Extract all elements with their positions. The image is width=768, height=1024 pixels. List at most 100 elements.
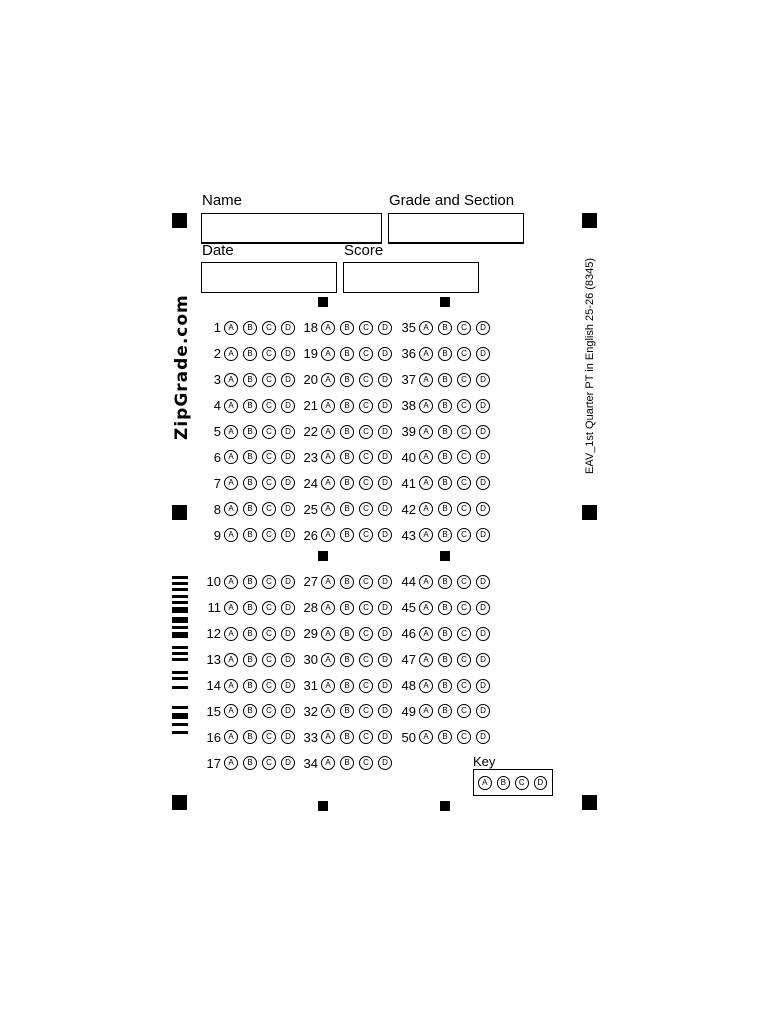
answer-bubble-d[interactable]: D [476,730,490,745]
answer-bubble-d[interactable]: D [476,398,490,413]
answer-bubble-d[interactable]: D [476,320,490,335]
answer-bubble-a[interactable]: A [321,320,335,335]
answer-bubble-d[interactable]: D [476,528,490,543]
answer-bubble-a[interactable]: A [419,652,433,667]
answer-bubble-d[interactable]: D [378,678,392,693]
answer-bubble-a[interactable]: A [419,476,433,491]
answer-bubble-b[interactable]: B [340,756,354,771]
answer-bubble-d[interactable]: D [476,704,490,719]
answer-bubble-a[interactable]: A [419,424,433,439]
answer-bubble-d[interactable]: D [378,346,392,361]
answer-bubble-b[interactable]: B [243,476,257,491]
answer-bubble-b[interactable]: B [438,424,452,439]
score-field[interactable] [343,262,479,293]
answer-bubble-a[interactable]: A [321,424,335,439]
answer-bubble-c[interactable]: C [457,346,471,361]
answer-bubble-d[interactable]: D [281,652,295,667]
answer-bubble-c[interactable]: C [262,346,276,361]
answer-bubble-c[interactable]: C [262,574,276,589]
answer-bubble-a[interactable]: A [321,346,335,361]
answer-bubble-d[interactable]: D [378,320,392,335]
answer-bubble-b[interactable]: B [438,704,452,719]
answer-bubble-d[interactable]: D [378,476,392,491]
answer-bubble-a[interactable]: A [419,398,433,413]
answer-bubble-b[interactable]: B [243,528,257,543]
answer-bubble-b[interactable]: B [438,574,452,589]
answer-bubble-b[interactable]: B [438,528,452,543]
answer-bubble-b[interactable]: B [243,574,257,589]
answer-bubble-a[interactable]: A [419,450,433,465]
answer-bubble-c[interactable]: C [359,320,373,335]
answer-bubble-b[interactable]: B [243,372,257,387]
answer-bubble-c[interactable]: C [262,476,276,491]
answer-bubble-a[interactable]: A [224,730,238,745]
answer-bubble-a[interactable]: A [321,756,335,771]
answer-bubble-d[interactable]: D [476,372,490,387]
answer-bubble-b[interactable]: B [243,730,257,745]
answer-bubble-b[interactable]: B [243,600,257,615]
answer-bubble-b[interactable]: B [340,574,354,589]
answer-bubble-c[interactable]: C [262,704,276,719]
answer-bubble-d[interactable]: D [281,528,295,543]
answer-bubble-c[interactable]: C [457,678,471,693]
answer-bubble-b[interactable]: B [438,476,452,491]
answer-bubble-d[interactable]: D [378,574,392,589]
answer-bubble-d[interactable]: D [378,652,392,667]
answer-bubble-c[interactable]: C [262,626,276,641]
answer-bubble-a[interactable]: A [224,528,238,543]
answer-bubble-d[interactable]: D [476,424,490,439]
answer-bubble-c[interactable]: C [359,502,373,517]
answer-bubble-d[interactable]: D [476,476,490,491]
answer-bubble-d[interactable]: D [378,398,392,413]
answer-bubble-d[interactable]: D [281,372,295,387]
answer-bubble-a[interactable]: A [224,424,238,439]
answer-bubble-a[interactable]: A [321,678,335,693]
answer-bubble-c[interactable]: C [262,756,276,771]
answer-bubble-c[interactable]: C [457,450,471,465]
answer-bubble-a[interactable]: A [321,398,335,413]
answer-bubble-c[interactable]: C [457,730,471,745]
answer-bubble-b[interactable]: B [340,528,354,543]
answer-bubble-a[interactable]: A [224,476,238,491]
answer-bubble-a[interactable]: A [321,574,335,589]
answer-bubble-a[interactable]: A [419,502,433,517]
answer-bubble-c[interactable]: C [359,730,373,745]
answer-bubble-a[interactable]: A [321,600,335,615]
answer-bubble-d[interactable]: D [378,528,392,543]
answer-bubble-d[interactable]: D [281,626,295,641]
answer-bubble-b[interactable]: B [340,502,354,517]
answer-bubble-b[interactable]: B [438,502,452,517]
answer-bubble-b[interactable]: B [243,450,257,465]
answer-bubble-d[interactable]: D [378,626,392,641]
answer-bubble-a[interactable]: A [419,528,433,543]
answer-bubble-d[interactable]: D [378,704,392,719]
answer-bubble-a[interactable]: A [321,372,335,387]
answer-bubble-d[interactable]: D [281,346,295,361]
answer-bubble-c[interactable]: C [359,398,373,413]
answer-bubble-b[interactable]: B [243,756,257,771]
answer-bubble-d[interactable]: D [476,600,490,615]
answer-bubble-a[interactable]: A [419,730,433,745]
answer-bubble-b[interactable]: B [438,398,452,413]
answer-bubble-d[interactable]: D [476,626,490,641]
answer-bubble-d[interactable]: D [476,502,490,517]
answer-bubble-b[interactable]: B [438,600,452,615]
answer-bubble-b[interactable]: B [340,476,354,491]
answer-bubble-a[interactable]: A [321,528,335,543]
answer-bubble-c[interactable]: C [262,372,276,387]
answer-bubble-c[interactable]: C [359,652,373,667]
answer-bubble-a[interactable]: A [224,756,238,771]
answer-bubble-c[interactable]: C [359,476,373,491]
answer-bubble-d[interactable]: D [281,502,295,517]
answer-bubble-c[interactable]: C [262,424,276,439]
answer-bubble-c[interactable]: C [457,574,471,589]
answer-bubble-a[interactable]: A [419,346,433,361]
answer-bubble-c[interactable]: C [262,652,276,667]
answer-bubble-a[interactable]: A [321,704,335,719]
answer-bubble-a[interactable]: A [224,372,238,387]
answer-bubble-a[interactable]: A [224,626,238,641]
answer-bubble-c[interactable]: C [457,476,471,491]
answer-bubble-c[interactable]: C [457,424,471,439]
answer-bubble-b[interactable]: B [438,320,452,335]
date-field[interactable] [201,262,337,293]
